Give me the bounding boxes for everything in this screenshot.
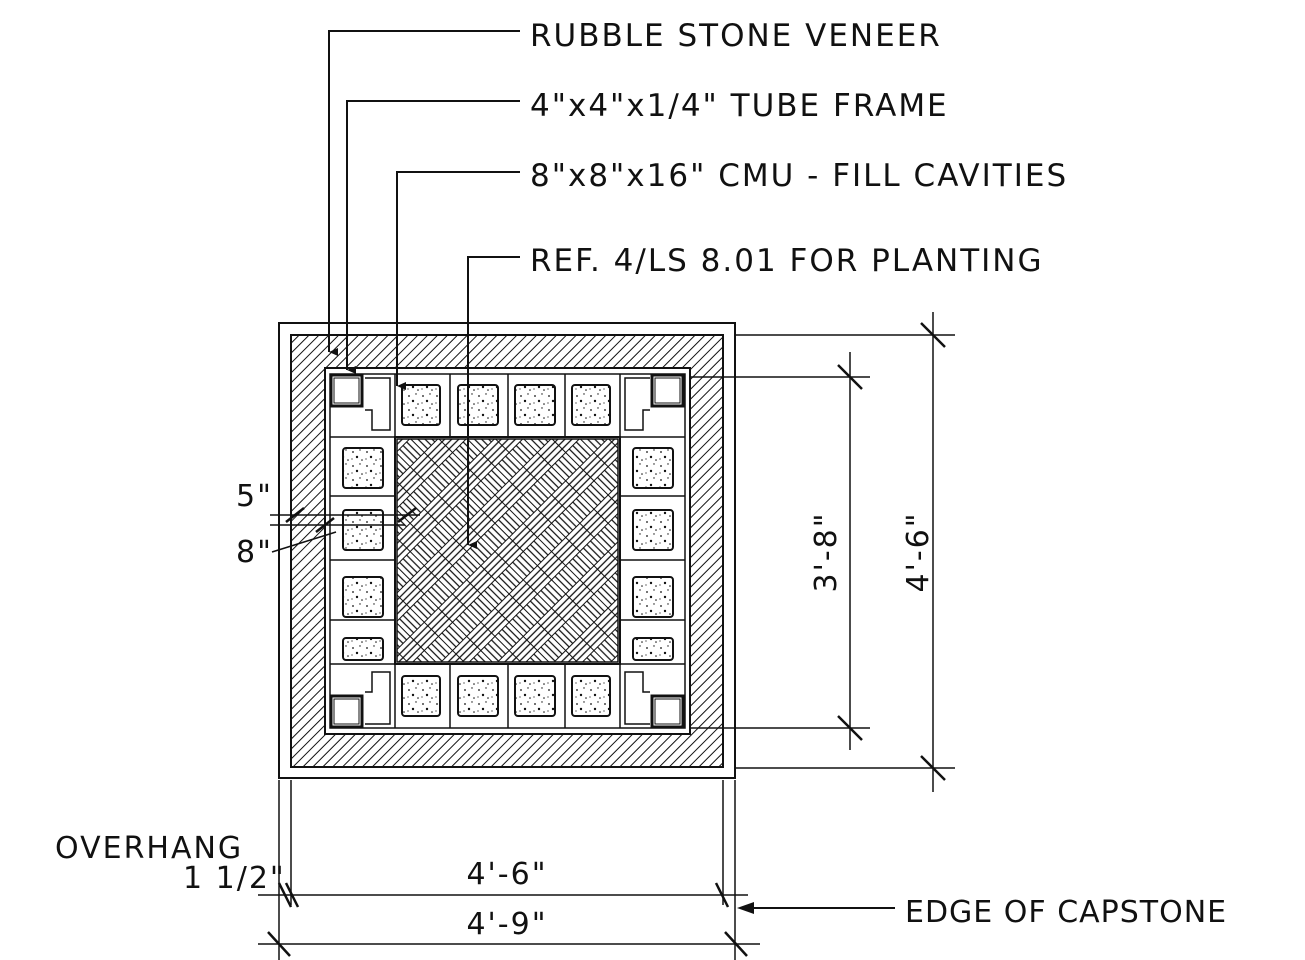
callout-leaders xyxy=(328,30,520,549)
callout-edge-of-capstone: EDGE OF CAPSTONE xyxy=(905,895,1227,930)
overhang-value: 1 1/2" xyxy=(183,861,286,896)
callout-rubble-stone-veneer: RUBBLE STONE VENEER xyxy=(530,18,942,54)
planting-area xyxy=(396,438,619,663)
cmu-filled-cavities xyxy=(342,384,674,717)
dim-8-inch: 8" xyxy=(236,535,273,570)
tube-frame-posts xyxy=(329,373,685,729)
overhang-label: OVERHANG xyxy=(55,831,243,866)
dim-outer-height: 4'-6" xyxy=(901,511,936,592)
dim-5-inch: 5" xyxy=(236,479,273,514)
wall-thickness-dims xyxy=(270,507,420,553)
callout-cmu: 8"x8"x16" CMU - FILL CAVITIES xyxy=(530,158,1068,194)
dim-inner-height: 3'-8" xyxy=(809,511,844,592)
callout-planting-ref: REF. 4/LS 8.01 FOR PLANTING xyxy=(530,243,1044,279)
vertical-dimension-lines xyxy=(690,312,955,792)
capstone-arrowhead xyxy=(737,902,754,914)
dim-width-wall: 4'-6" xyxy=(466,857,547,892)
callout-tube-frame: 4"x4"x1/4" TUBE FRAME xyxy=(530,88,949,124)
horizontal-dimension-lines xyxy=(258,780,760,960)
dim-width-cap: 4'-9" xyxy=(466,907,547,942)
capstone-dashed-edge xyxy=(278,322,736,779)
